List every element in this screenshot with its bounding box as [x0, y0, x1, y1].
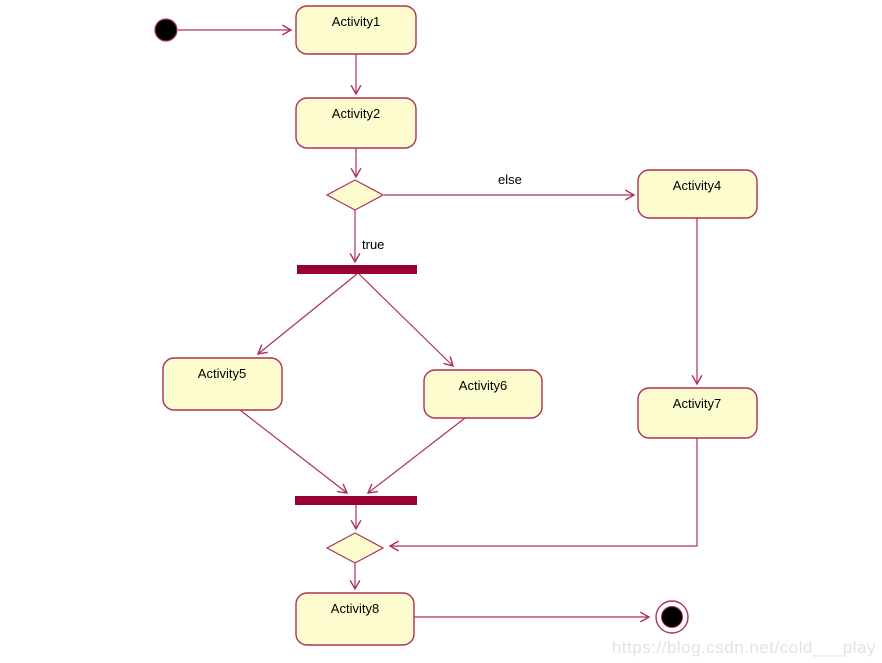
activity8-shape [295, 592, 415, 646]
activity1-label: Activity1 [332, 14, 380, 29]
else-label: else [498, 172, 522, 187]
activity6-node: Activity6 [423, 369, 543, 419]
activity1-node: Activity1 [295, 5, 417, 55]
edge-activity6-to-join [366, 417, 466, 494]
true-label: true [362, 237, 384, 252]
end-node [655, 600, 689, 634]
edge-fork-to-activity6 [358, 273, 455, 368]
activity2-shape [295, 97, 417, 149]
activity4-node: Activity4 [637, 169, 758, 219]
activity8-node: Activity8 [295, 592, 415, 646]
activity5-label: Activity5 [198, 366, 246, 381]
activity7-shape [637, 387, 758, 439]
start-node [154, 18, 178, 42]
activity4-label: Activity4 [673, 178, 721, 193]
activity5-node: Activity5 [162, 357, 283, 411]
activity6-label: Activity6 [459, 378, 507, 393]
fork-bar [297, 265, 417, 274]
watermark: https://blog.csdn.net/cold___play [611, 638, 876, 657]
activity7-label: Activity7 [673, 396, 721, 411]
activity8-label: Activity8 [331, 601, 379, 616]
edge-fork-to-activity5 [256, 273, 358, 355]
decision1-diamond [325, 179, 385, 211]
end-node-inner-circle [661, 606, 683, 628]
activity4-shape [637, 169, 758, 219]
activity6-shape [423, 369, 543, 419]
activity7-node: Activity7 [637, 387, 758, 439]
decision2-diamond [325, 532, 385, 564]
activity5-shape [162, 357, 283, 411]
activity1-shape [295, 5, 417, 55]
edge-activity7-to-decision2 [388, 438, 698, 552]
join-bar [295, 496, 417, 505]
activity2-node: Activity2 [295, 97, 417, 149]
edge-activity5-to-join [239, 409, 349, 494]
activity2-label: Activity2 [332, 106, 380, 121]
